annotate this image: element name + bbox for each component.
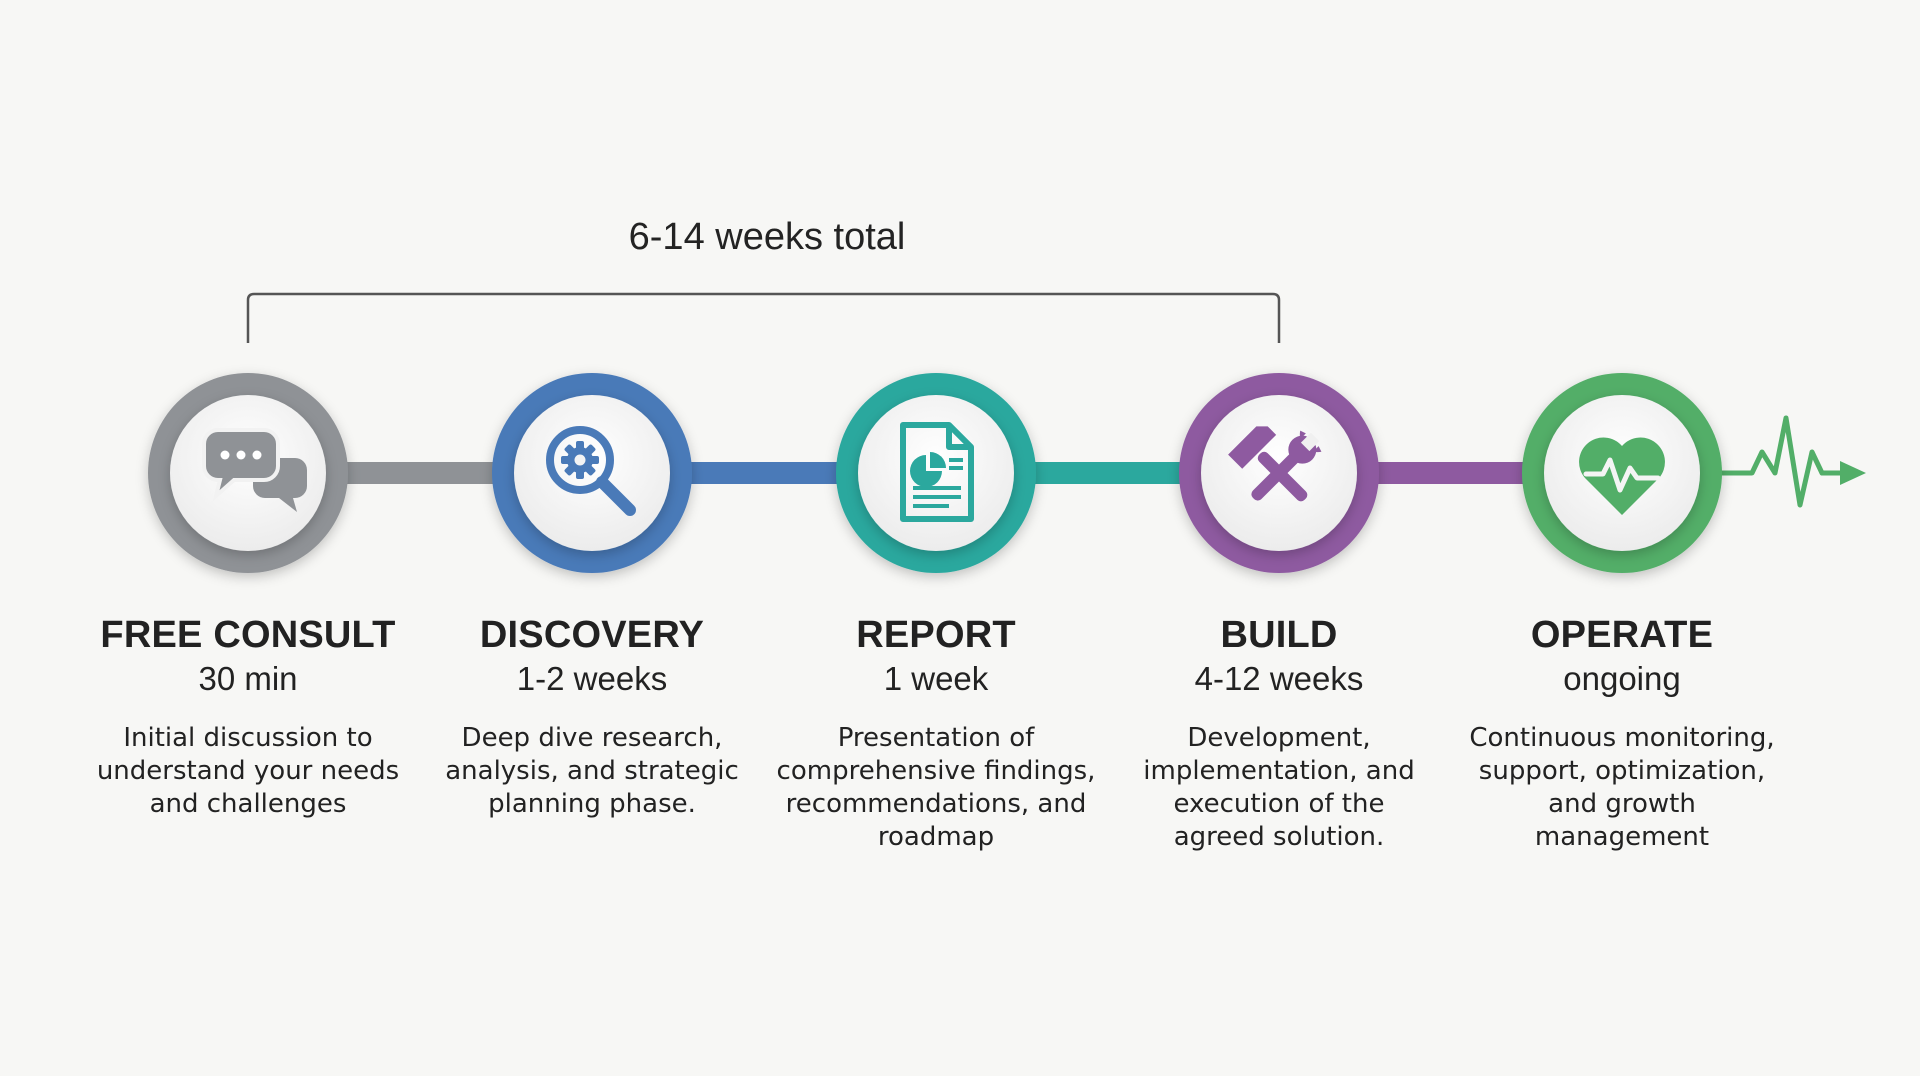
step-description: Development, implementation, and executi… (1143, 723, 1415, 852)
report-document-icon (900, 422, 974, 522)
connector-4 (1370, 462, 1532, 484)
step-description: Initial discussion to understand your ne… (96, 723, 400, 819)
connector-1 (335, 462, 495, 484)
step-free-consult: FREE CONSULT 30 min Initial discussion t… (83, 612, 413, 821)
step-duration: 1-2 weeks (516, 660, 668, 697)
step-circle-build (1179, 373, 1379, 573)
step-description: Deep dive research, analysis, and strate… (445, 723, 739, 819)
magnifier-gear-icon (546, 426, 636, 516)
connector-3 (1025, 462, 1185, 484)
step-description: Continuous monitoring, support, optimiza… (1469, 723, 1775, 852)
heartbeat-arrow (1719, 415, 1866, 508)
step-circle-operate (1522, 373, 1722, 573)
step-circle-free-consult (148, 373, 348, 573)
step-title: REPORT (856, 614, 1016, 656)
step-title: FREE CONSULT (100, 614, 396, 656)
step-duration: 30 min (198, 660, 298, 697)
step-discovery: DISCOVERY 1-2 weeks Deep dive research, … (427, 612, 757, 821)
step-circle-discovery (492, 373, 692, 573)
step-title: DISCOVERY (479, 614, 705, 656)
wrench-hammer-icon (1228, 426, 1322, 502)
step-report: REPORT 1 week Presentation of comprehens… (771, 612, 1101, 854)
total-duration-bracket (246, 292, 1281, 343)
step-duration: 1 week (883, 660, 989, 697)
heart-pulse-icon (1579, 437, 1665, 515)
step-duration: 4-12 weeks (1194, 660, 1364, 697)
step-title: OPERATE (1530, 614, 1714, 656)
connector-2 (680, 462, 842, 484)
step-description: Presentation of comprehensive findings, … (776, 723, 1096, 852)
step-build: BUILD 4-12 weeks Development, implementa… (1114, 612, 1444, 854)
step-title: BUILD (1220, 614, 1338, 656)
chat-bubbles-icon (202, 428, 307, 512)
total-duration-label: 6-14 weeks total (628, 216, 906, 258)
step-operate: OPERATE ongoing Continuous monitoring, s… (1457, 612, 1787, 854)
step-circle-report (836, 373, 1036, 573)
step-duration: ongoing (1563, 660, 1681, 697)
